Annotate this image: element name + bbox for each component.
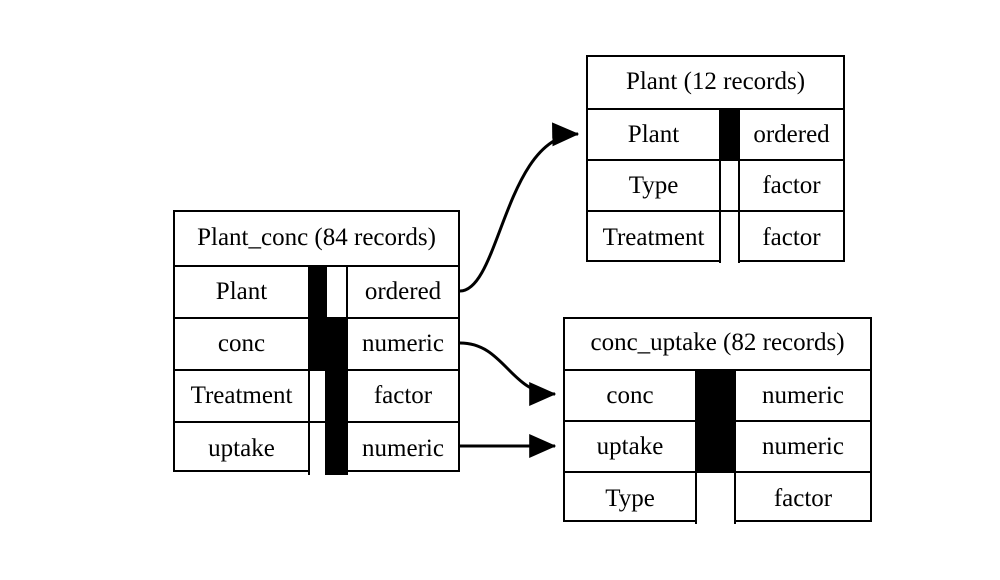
field-type: ordered [753,120,830,148]
key-indicator-secondary [327,319,348,369]
table-plant-title: Plant (12 records) [588,57,843,110]
field-name: Treatment [602,223,705,251]
field-name: uptake [596,432,664,460]
field-name: Plant [627,120,680,148]
key-indicator-secondary [327,267,348,317]
key-indicator-primary [719,161,740,210]
key-indicator-primary [719,212,740,263]
key-indicator-primary [308,423,327,475]
table-row[interactable]: Plant ordered [175,267,458,319]
table-row[interactable]: Treatment factor [175,371,458,423]
field-name: Type [628,171,679,199]
key-indicator-primary [695,371,736,420]
field-name: conc [217,330,266,357]
key-indicator-primary [308,319,327,369]
table-row[interactable]: Plant ordered [588,110,843,161]
connector-plant-to-plant [459,122,580,293]
key-indicator-primary [308,267,327,317]
field-name: Type [605,484,655,512]
field-type: factor [762,223,821,251]
table-row[interactable]: uptake numeric [175,423,458,475]
field-type: numeric [362,330,444,357]
connector-conc-to-conc [459,341,557,406]
field-name: uptake [208,435,275,462]
field-type: ordered [364,278,442,305]
field-name: conc [606,381,654,409]
key-indicator-primary [695,473,736,524]
field-type: factor [762,171,821,199]
key-indicator-primary [719,110,740,159]
field-type: numeric [762,381,844,409]
table-plant[interactable]: Plant (12 records) Plant ordered Type fa… [586,55,845,263]
table-row[interactable]: conc numeric [175,319,458,371]
table-plant-conc[interactable]: Plant_conc (84 records) Plant ordered co… [173,210,460,475]
field-name: Plant [215,278,268,305]
table-row[interactable]: conc numeric [565,371,870,422]
key-indicator-secondary [327,371,348,421]
key-indicator-primary [308,371,327,421]
table-conc-uptake-title: conc_uptake (82 records) [565,319,870,371]
table-conc-uptake[interactable]: conc_uptake (82 records) conc numeric up… [563,317,872,524]
key-indicator-primary [695,422,736,471]
field-type: numeric [362,435,444,462]
field-type: factor [373,382,433,409]
field-type: numeric [762,432,844,460]
field-name: Treatment [190,382,293,409]
table-plant-conc-title: Plant_conc (84 records) [175,212,458,267]
table-row[interactable]: Type factor [565,473,870,524]
key-indicator-secondary [327,423,348,475]
table-row[interactable]: Treatment factor [588,212,843,263]
field-type: factor [773,484,833,512]
table-row[interactable]: Type factor [588,161,843,212]
table-row[interactable]: uptake numeric [565,422,870,473]
